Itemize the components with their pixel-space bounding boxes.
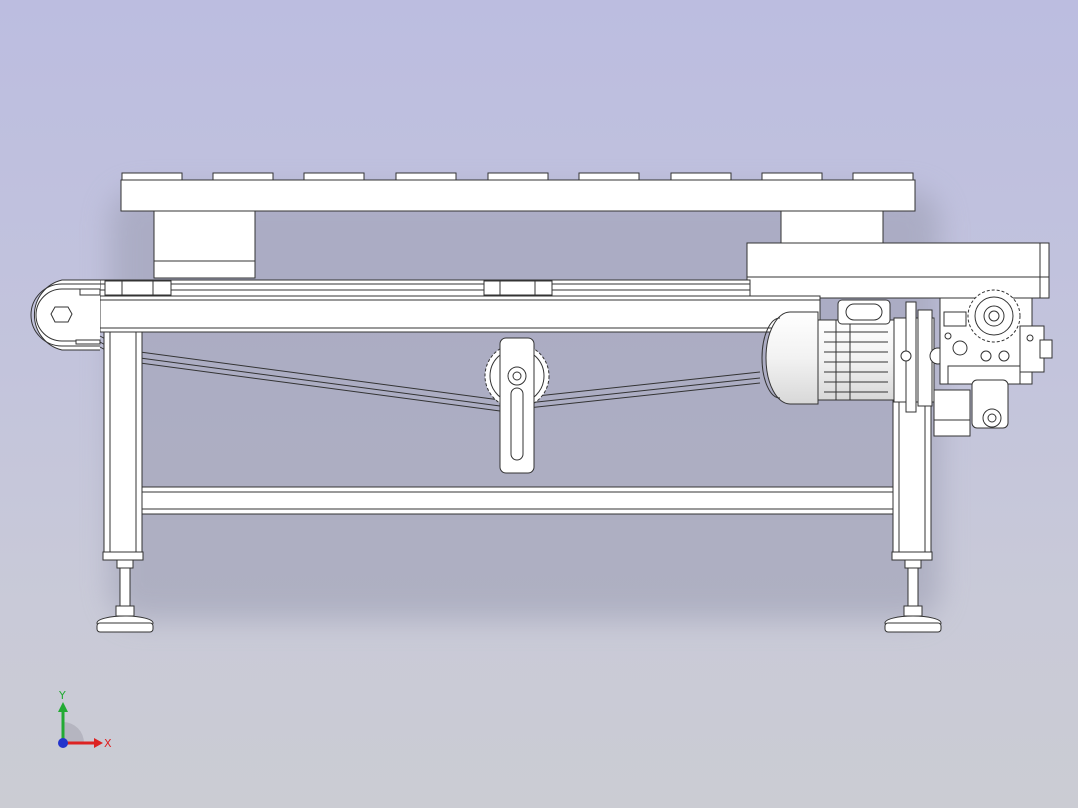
drive-cover-box[interactable] — [746, 242, 1050, 299]
y-axis-arrow-icon — [58, 702, 68, 712]
left-leg[interactable] — [102, 331, 144, 561]
top-slat-tabs — [121, 172, 914, 182]
top-plate[interactable] — [120, 179, 916, 212]
left-support-block — [153, 210, 256, 279]
right-leveling-foot[interactable] — [884, 559, 942, 633]
x-axis-arrow-icon — [94, 738, 103, 748]
conveyor-model[interactable] — [30, 172, 1053, 633]
gear-reducer[interactable] — [939, 289, 1053, 429]
right-support-block — [780, 210, 884, 244]
electric-motor[interactable] — [761, 299, 895, 405]
cross-beam[interactable] — [141, 486, 894, 515]
coordinate-triad: Y X — [58, 689, 112, 750]
z-axis-dot-icon — [58, 738, 68, 748]
x-axis-label: X — [104, 737, 112, 750]
left-leveling-foot[interactable] — [96, 559, 154, 633]
belt-top-strip — [99, 279, 751, 297]
main-frame-beam[interactable] — [99, 295, 821, 333]
y-axis-label: Y — [58, 689, 66, 702]
tensioner-sprocket[interactable] — [484, 337, 550, 474]
left-end-pulley[interactable] — [30, 279, 101, 351]
right-leg[interactable] — [891, 394, 933, 561]
